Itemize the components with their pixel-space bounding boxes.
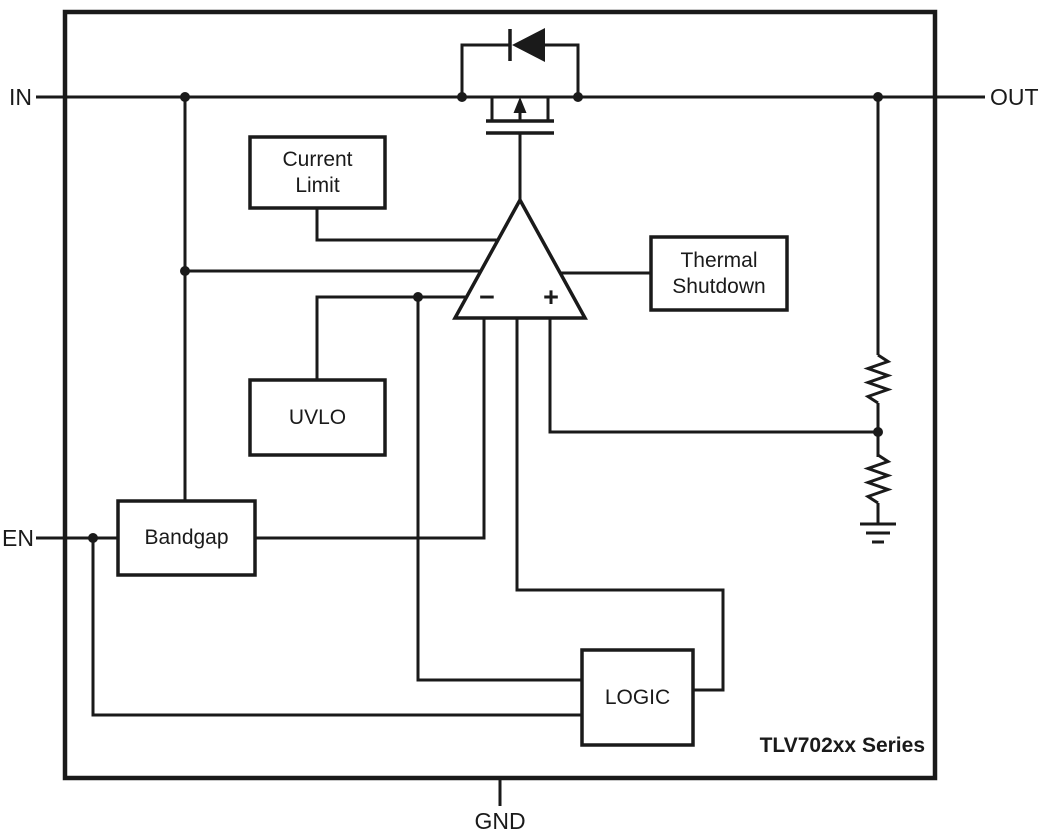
diode-anode-triangle <box>512 28 545 62</box>
wire-logic-to-amp-enable <box>515 318 725 692</box>
wire-uvlo-lead <box>315 295 490 384</box>
port-label-gnd: GND <box>474 808 526 834</box>
bandgap-block <box>116 499 257 577</box>
port-label-in: IN <box>9 84 32 110</box>
thermal-shutdown-label-line1: Thermal <box>680 248 758 272</box>
junction-dot <box>180 266 190 276</box>
wire-minus-input-from-bandgap <box>250 318 486 540</box>
wire-plus-input-feedback <box>548 318 878 434</box>
resistor-top <box>863 353 893 405</box>
thermal-shutdown-block <box>649 235 789 312</box>
port-label-en: EN <box>2 525 34 551</box>
uvlo-block <box>248 378 387 457</box>
junction-dot <box>873 92 883 102</box>
wire-en-to-logic <box>91 538 586 717</box>
body-diode <box>508 28 545 62</box>
wire-uvlo-node-to-logic <box>416 297 586 682</box>
port-label-out: OUT <box>990 84 1039 110</box>
resistor-bottom <box>863 453 893 505</box>
junction-dot <box>573 92 583 102</box>
error-amplifier <box>452 196 588 320</box>
ground-symbol <box>860 522 896 544</box>
amp-plus-sign: + <box>543 282 559 312</box>
amp-minus-sign: − <box>479 282 495 312</box>
wire-diode-loop-left <box>460 43 510 97</box>
junction-dot <box>88 533 98 543</box>
wires <box>36 43 985 806</box>
chip-boundary <box>62 9 938 781</box>
series-caption: TLV702xx Series <box>759 734 925 757</box>
logic-block <box>580 648 695 747</box>
junction-dot <box>457 92 467 102</box>
function-blocks <box>116 135 789 747</box>
thermal-shutdown-label-line2: Shutdown <box>672 274 766 298</box>
junction-dot <box>180 92 190 102</box>
current-limit-label: Current Limit <box>250 137 385 208</box>
junction-dots <box>88 92 883 543</box>
resistor-divider <box>863 353 893 505</box>
junction-dot <box>413 292 423 302</box>
bandgap-label: Bandgap <box>144 526 229 549</box>
wire-diode-loop-right <box>544 43 580 97</box>
current-limit-label-line1: Current <box>282 147 353 171</box>
uvlo-label: UVLO <box>288 405 347 429</box>
logic-label: LOGIC <box>604 685 671 709</box>
current-limit-block <box>248 135 387 210</box>
current-limit-label-line2: Limit <box>295 173 340 197</box>
wire-current-limit-lead <box>315 204 505 242</box>
junction-dot <box>873 427 883 437</box>
fet-body-arrow-head <box>513 97 527 113</box>
thermal-shutdown-label: Thermal Shutdown <box>651 237 787 310</box>
pass-transistor <box>486 97 554 135</box>
